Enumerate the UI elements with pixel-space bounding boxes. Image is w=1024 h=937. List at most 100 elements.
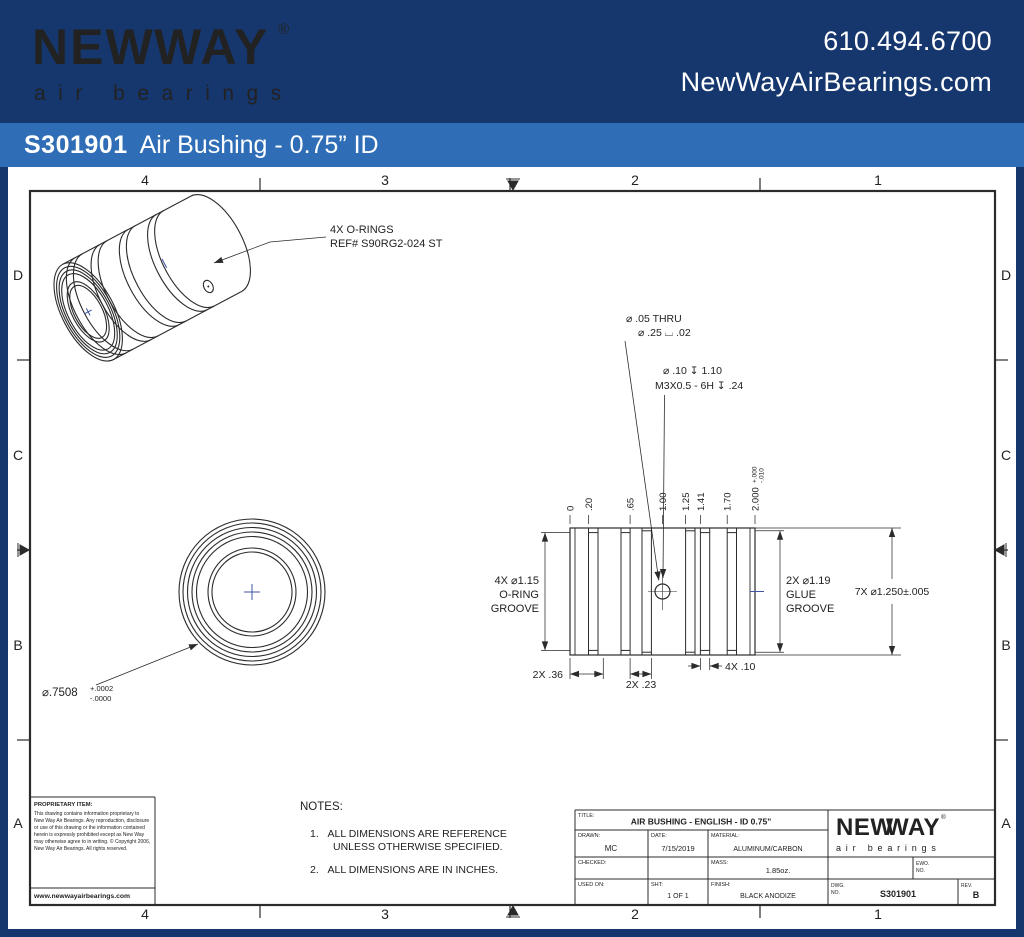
part-number: S301901: [24, 130, 128, 159]
mass-label: MASS:: [711, 860, 729, 866]
ordinate-dimensions: 0 .20 .65 1.00 1.25 1.41 1.70 2.000 +.00…: [566, 466, 766, 524]
title-block: TITLE: AIR BUSHING - ENGLISH - ID 0.75" …: [574, 809, 995, 905]
dwg-label: NO.: [831, 890, 840, 896]
glue-groove-line1: 2X ⌀1.19: [786, 575, 831, 587]
dwg-label: DWG.: [831, 883, 845, 889]
title-label: TITLE:: [578, 813, 595, 819]
ordinate-label: 1.25: [681, 493, 692, 512]
logo-way: WAY: [154, 19, 269, 75]
zone-label: C: [13, 447, 23, 463]
proprietary-heading: PROPRIETARY ITEM:: [34, 802, 93, 808]
note-2: 2. ALL DIMENSIONS ARE IN INCHES.: [310, 864, 498, 876]
phone-number: 610.494.6700: [823, 26, 992, 57]
ewo-label: EWO.: [916, 861, 929, 867]
zone-label: 2: [631, 172, 639, 188]
oring-groove-line1: 4X ⌀1.15: [494, 575, 539, 587]
width-dimensions: 2X .36 2X .23 4X .10: [533, 658, 756, 691]
drawn-label: DRAWN:: [578, 833, 601, 839]
drawing-sheet: 4 3 2 1 4 3 2 1 D C B A D C B A: [13, 172, 1011, 922]
bore-dia-text: ⌀.7508: [42, 687, 78, 699]
thru-hole-line1: ⌀ .05 THRU: [626, 313, 682, 325]
drawn-value: MC: [605, 844, 618, 853]
newway-logo: NEW WAY ® air bearings: [836, 813, 946, 853]
ewo-label: NO.: [916, 868, 925, 874]
thru-hole-callout: ⌀ .05 THRU ⌀ .25 ⌴ .02: [624, 313, 691, 581]
orings-callout-line2: REF# S90RG2-024 ST: [330, 238, 443, 250]
tapped-hole-line1: ⌀ .10 ↧ 1.10: [663, 365, 722, 377]
glue-groove-line2: GLUE: [786, 589, 816, 601]
ordinate-label: .65: [626, 498, 637, 511]
thru-hole-line2: ⌀ .25 ⌴ .02: [638, 327, 691, 339]
rev-label: REV.: [961, 883, 972, 889]
glue-groove-line3: GROOVE: [786, 603, 834, 615]
title-value: AIR BUSHING - ENGLISH - ID 0.75": [631, 817, 772, 827]
sheet: 4 3 2 1 4 3 2 1 D C B A D C B A: [8, 167, 1016, 929]
zone-label: 3: [381, 172, 389, 188]
date-value: 7/15/2019: [661, 844, 694, 853]
center-mark-icon: [244, 584, 260, 600]
proprietary-block: PROPRIETARY ITEM: This drawing contains …: [30, 796, 156, 905]
zone-label: D: [13, 267, 23, 283]
tapped-hole-callout: ⌀ .10 ↧ 1.10 M3X0.5 - 6H ↧ .24: [655, 365, 743, 579]
registered-mark-icon: ®: [941, 813, 946, 821]
side-view: [569, 527, 764, 656]
mass-value: 1.85oz.: [766, 866, 791, 875]
bore-tol-plus: +.0002: [90, 684, 113, 693]
zone-label: 3: [381, 906, 389, 922]
zone-label: 4: [141, 906, 149, 922]
material-value: ALUMINUM/CARBON: [733, 846, 802, 853]
isometric-view: [53, 194, 251, 362]
orings-callout-line1: 4X O-RINGS: [330, 224, 394, 236]
dim-23-text: 2X .23: [626, 679, 657, 691]
ordinate-label: 1.70: [723, 493, 734, 512]
oring-groove-line3: GROOVE: [491, 603, 539, 615]
oring-groove-dimension: 4X ⌀1.15 O-RING GROOVE: [491, 532, 570, 651]
logo-new: NEW: [32, 19, 155, 75]
note-1-line1: 1. ALL DIMENSIONS ARE REFERENCE: [310, 828, 507, 840]
bore-tol-minus: -.0000: [90, 694, 111, 703]
length-dim-tol-minus: -.010: [759, 468, 766, 483]
zone-labels: 4 3 2 1 4 3 2 1 D C B A D C B A: [13, 172, 1011, 922]
proprietary-line: New Way Air Bearings. Any reproduction, …: [34, 818, 149, 824]
zone-label: B: [13, 637, 22, 653]
outer-dia-text: 7X ⌀1.250±.005: [855, 586, 930, 598]
part-title: Air Bushing - 0.75” ID: [139, 130, 379, 159]
zone-label: C: [1001, 447, 1011, 463]
title-band: S301901 Air Bushing - 0.75” ID: [0, 123, 1024, 167]
page-header: NEW WAY ® air bearings 610.494.6700 NewW…: [0, 0, 1024, 124]
zone-label: 2: [631, 906, 639, 922]
logo-tagline: air bearings: [34, 82, 294, 105]
length-dim-main: 2.000: [751, 487, 762, 511]
sht-value: 1 OF 1: [667, 893, 689, 900]
proprietary-line: may otherwise agree to in writing. © Cop…: [34, 838, 150, 845]
registered-mark-icon: ®: [278, 21, 289, 38]
zone-label: A: [13, 815, 23, 831]
ordinate-label: 1.41: [696, 493, 707, 512]
center-mark-icon: [84, 258, 168, 316]
date-label: DATE:: [651, 833, 667, 839]
dim-10-text: 4X .10: [725, 661, 756, 673]
front-view: [178, 518, 326, 666]
checked-label: CHECKED:: [578, 860, 607, 866]
finish-label: FINISH:: [711, 882, 731, 888]
bore-dimension: ⌀.7508 +.0002 -.0000: [42, 643, 199, 703]
proprietary-website: www.newwayairbearings.com: [33, 893, 130, 900]
logo-way: WAY: [886, 814, 940, 841]
newway-logo: NEW WAY ® air bearings: [32, 19, 294, 105]
center-mark-icon: [17, 178, 1007, 918]
material-label: MATERIAL:: [711, 833, 740, 839]
proprietary-line: New Way Air Bearings. All rights reserve…: [34, 846, 127, 852]
notes-heading: NOTES:: [300, 801, 343, 813]
ordinate-label: 0: [566, 506, 577, 511]
proprietary-line: or use of this drawing or the informatio…: [34, 825, 145, 831]
outer-diameter-dimension: 7X ⌀1.250±.005: [755, 527, 930, 656]
notes: NOTES: 1. ALL DIMENSIONS ARE REFERENCE U…: [300, 801, 507, 876]
zone-label: 4: [141, 172, 149, 188]
border-frame: [17, 178, 1008, 918]
logo-new: NEW: [836, 814, 894, 841]
zone-label: 1: [874, 906, 882, 922]
contact-block: 610.494.6700 NewWayAirBearings.com: [681, 21, 992, 102]
dim-36-text: 2X .36: [533, 669, 564, 681]
length-dimension: 2.000 +.000 -.010: [751, 466, 766, 511]
